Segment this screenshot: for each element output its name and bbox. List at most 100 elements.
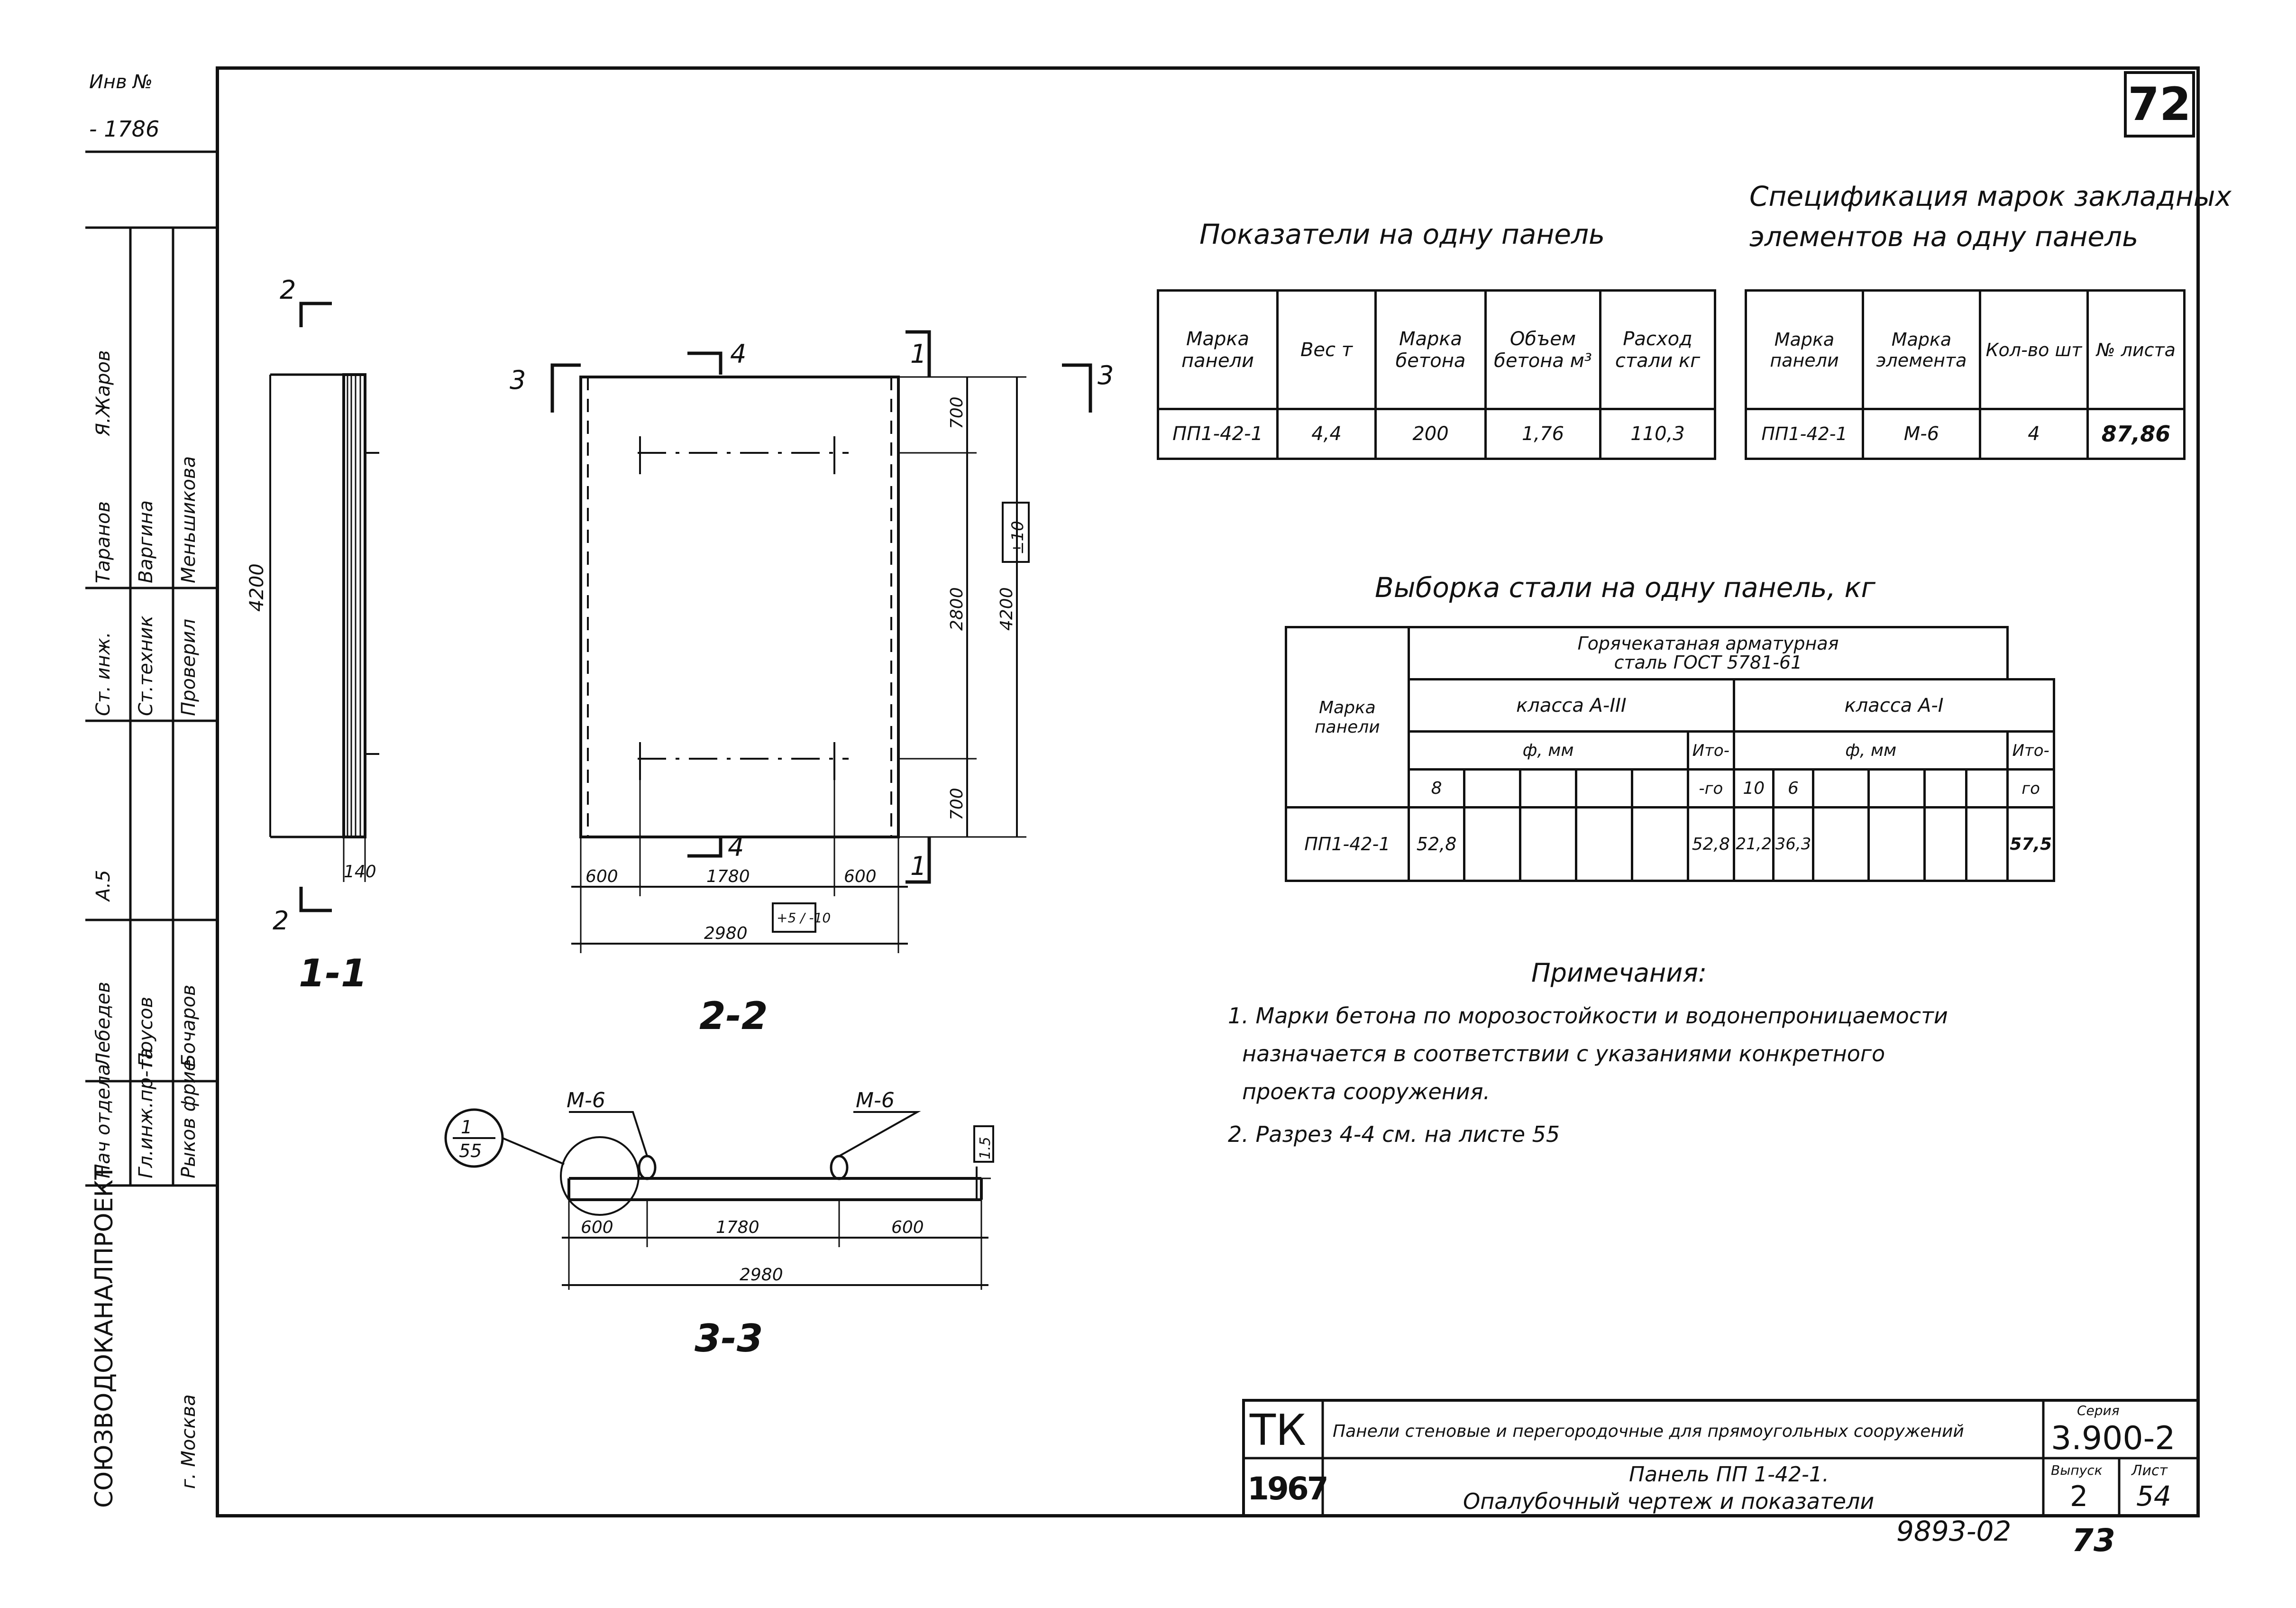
emb-h-mark: Марка панели xyxy=(1745,289,1864,410)
ind-c-volume: 1,76 xyxy=(1484,408,1601,460)
embed-right-label: М-6 xyxy=(856,1088,895,1112)
dim-v-700-bottom: 700 xyxy=(947,788,967,820)
footer-code: 9893-02 xyxy=(1896,1515,2012,1547)
steel-c1-5 xyxy=(1965,806,2009,882)
dim-h-600-left: 600 xyxy=(585,867,618,886)
s3-dim-1780: 1780 xyxy=(716,1218,759,1237)
emb-c-sheet: 87,86 xyxy=(2086,408,2186,460)
steel-c1-3 xyxy=(1867,806,1926,882)
steel-d3-0: 8 xyxy=(1407,768,1466,809)
indicators-table: Марка панели Вес т Марка бетона Объем бе… xyxy=(1157,289,1716,460)
notes-title: Примечания: xyxy=(1531,958,1707,988)
dim-h-600-right: 600 xyxy=(844,867,877,886)
steel-d3-3 xyxy=(1574,768,1633,809)
steel-d1-0: 10 xyxy=(1733,768,1775,809)
embeds-table: Марка панели Марка элемента Кол-во шт № … xyxy=(1745,289,2186,460)
archive-label: Инв № xyxy=(89,71,153,93)
footer-page: 73 xyxy=(2072,1522,2115,1559)
stamp-issue: 2 xyxy=(2070,1480,2088,1513)
steel-c1-4 xyxy=(1923,806,1967,882)
dim-v-tolerance: ±10 xyxy=(1008,521,1027,555)
steel-c3-1 xyxy=(1463,806,1522,882)
cut-4-bottom: 4 xyxy=(728,832,744,862)
section-1-1-height: 4200 xyxy=(246,563,268,612)
steel-d3-1 xyxy=(1463,768,1522,809)
section-1-1-label: 1-1 xyxy=(299,951,367,995)
section-3-3 xyxy=(444,1108,994,1290)
steel-h-group-1: Горячекатаная арматурная xyxy=(1577,633,1839,654)
note-line-4: 2. Разрез 4-4 см. на листе 55 xyxy=(1228,1121,1560,1147)
steel-c3-total: 52,8 xyxy=(1686,806,1736,882)
steel-d1-4 xyxy=(1923,768,1967,809)
section-3-3-label: 3-3 xyxy=(695,1316,763,1360)
emb-c-element: М-6 xyxy=(1862,408,1981,460)
stamp-subject: Панели стеновые и перегородочные для пря… xyxy=(1333,1422,1964,1441)
steel-h-total-3: Ито- xyxy=(1686,730,1736,771)
steel-d1-2 xyxy=(1811,768,1870,809)
steel-c3-4 xyxy=(1630,806,1689,882)
cut-3-left: 3 xyxy=(510,365,526,395)
steel-c1-total: 57,5 xyxy=(2006,806,2055,882)
steel-h-cls1: класса А-I xyxy=(1733,678,2055,733)
steel-h-phi-1: ф, мм xyxy=(1733,730,2009,771)
stamp-issue-label: Выпуск xyxy=(2051,1462,2103,1478)
emb-c-mark: ПП1-42-1 xyxy=(1745,408,1864,460)
callout-bottom: 55 xyxy=(459,1140,482,1161)
steel-h-group-2: сталь ГОСТ 5781-61 xyxy=(1614,652,1802,673)
cut-2-bottom: 2 xyxy=(273,906,289,936)
section-1-1 xyxy=(269,302,379,912)
stamp-sheet-title-1: Панель ПП 1-42-1. xyxy=(1629,1462,1829,1487)
ind-h-volume: Объем бетона м³ xyxy=(1484,289,1601,410)
left-title-strip: Нач отдела Гл.инж.пр-та Рыков фрие Лебед… xyxy=(85,66,218,1517)
steel-d3-2 xyxy=(1519,768,1577,809)
stamp-year: 1967 xyxy=(1247,1470,1329,1507)
dim-v-2800: 2800 xyxy=(947,587,967,631)
section-1-1-thickness: 140 xyxy=(344,862,376,882)
ind-h-mark: Марка панели xyxy=(1157,289,1279,410)
ind-c-concrete: 200 xyxy=(1374,408,1487,460)
ind-c-mark: ПП1-42-1 xyxy=(1157,408,1279,460)
section-3-3-dim-v: 1.5 xyxy=(977,1137,994,1159)
stamp-series: 3.900-2 xyxy=(2051,1420,2176,1457)
section-2-2-label: 2-2 xyxy=(699,994,768,1038)
steel-c1-1: 36,3 xyxy=(1772,806,1814,882)
stamp-tk: ТК xyxy=(1250,1406,1306,1455)
mark-1-top: 1 xyxy=(910,339,926,369)
dim-h-tolerance: +5 / -10 xyxy=(777,910,831,926)
archive-number: - 1786 xyxy=(89,116,160,142)
callout-top: 1 xyxy=(461,1117,472,1138)
mark-1-bottom: 1 xyxy=(910,851,926,881)
emb-h-element: Марка элемента xyxy=(1862,289,1981,410)
steel-d1-5 xyxy=(1965,768,2009,809)
stamp-sheet: 54 xyxy=(2136,1480,2171,1512)
dim-v-total: 4200 xyxy=(997,587,1016,631)
page-number: 72 xyxy=(2124,71,2195,138)
embeds-title-1: Спецификация марок закладных xyxy=(1749,180,2232,212)
s3-dim-600-right: 600 xyxy=(891,1218,924,1237)
steel-d3-4 xyxy=(1630,768,1689,809)
ind-c-steel: 110,3 xyxy=(1599,408,1716,460)
dim-h-total: 2980 xyxy=(704,924,748,943)
s3-dim-600-left: 600 xyxy=(581,1218,613,1237)
steel-h-total-3b: -го xyxy=(1686,768,1736,809)
steel-c1-2 xyxy=(1811,806,1870,882)
embeds-title-2: элементов на одну панель xyxy=(1749,221,2139,253)
note-line-1: 1. Марки бетона по морозостойкости и вод… xyxy=(1228,1003,1948,1029)
section-2-2 xyxy=(550,330,1092,953)
steel-h-phi-3: ф, мм xyxy=(1407,730,1689,771)
s3-dim-total: 2980 xyxy=(740,1265,783,1285)
emb-h-sheet: № листа xyxy=(2086,289,2186,410)
stamp-series-label: Серия xyxy=(2077,1403,2120,1418)
stamp-sheet-label: Лист xyxy=(2131,1462,2168,1479)
steel-h-cls3: класса А-III xyxy=(1407,678,1736,733)
cut-4-top: 4 xyxy=(730,339,746,369)
steel-d1-1: 6 xyxy=(1772,768,1814,809)
note-line-3: проекта сооружения. xyxy=(1242,1079,1491,1104)
steel-c3-2 xyxy=(1519,806,1577,882)
cut-3-right: 3 xyxy=(1098,360,1114,390)
ind-h-steel: Расход стали кг xyxy=(1599,289,1716,410)
ind-c-weight: 4,4 xyxy=(1276,408,1377,460)
